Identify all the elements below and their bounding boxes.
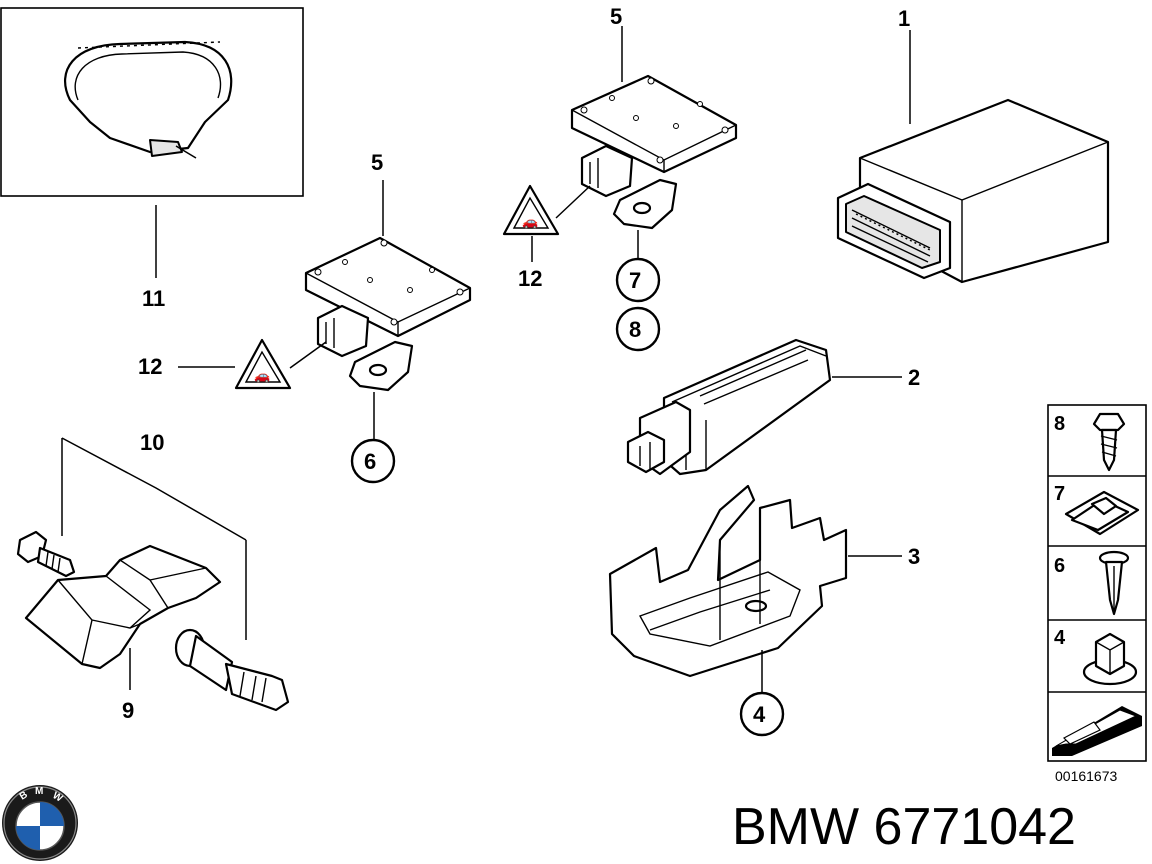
legend-8: 8 [1054,413,1065,435]
circled-4: 4 [753,702,766,727]
label-11: 11 [142,286,165,311]
bracket-3 [608,484,848,678]
label-12-center: 12 [138,354,162,379]
svg-text:🚗: 🚗 [522,214,538,229]
circled-6: 6 [364,449,376,474]
antenna-2 [626,338,832,476]
label-3: 3 [908,544,920,569]
logo-letter-b: B [18,789,30,802]
tire-inset [0,7,304,197]
warning-label-12-center: 🚗 [234,338,292,390]
label-10: 10 [140,430,164,455]
bolt [16,530,76,578]
circled-8: 8 [629,317,641,342]
hex-nut-icon [1082,632,1138,686]
clip-nut-icon [1064,490,1140,536]
valve [174,628,290,712]
label-9: 9 [122,698,134,723]
control-unit-1 [836,98,1110,284]
label-12-top: 12 [518,266,542,291]
circled-7: 7 [629,268,641,293]
flat-pad-icon [1052,706,1142,756]
svg-text:🚗: 🚗 [254,368,270,383]
tpms-sensor-9 [24,544,222,670]
sensor-5-center [304,236,472,392]
bmw-logo: B M W [2,785,78,861]
logo-letter-m: M [35,786,43,797]
sensor-5-top [570,74,738,230]
label-5-top: 5 [610,4,622,29]
label-1: 1 [898,6,910,31]
part-caption: BMW 6771042 [732,798,1076,856]
warning-label-12-top: 🚗 [502,184,560,236]
legend-4: 4 [1054,627,1066,649]
legend-7: 7 [1054,483,1065,505]
screw-icon [1092,412,1126,472]
legend-6: 6 [1054,555,1065,577]
small-parts-legend: 8 7 6 4 [1047,404,1147,762]
label-5-center: 5 [371,150,383,175]
label-2: 2 [908,365,920,390]
expanding-rivet-icon [1098,550,1130,616]
reference-code: 00161673 [1055,768,1118,784]
